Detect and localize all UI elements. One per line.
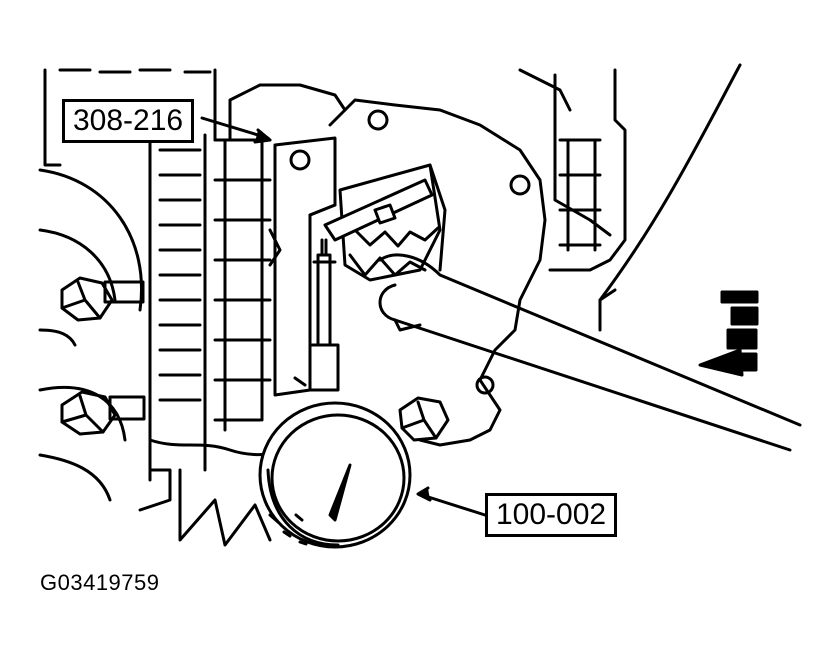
bolt-upper xyxy=(60,276,145,322)
oil-pan-flange xyxy=(138,98,547,547)
pulley xyxy=(38,168,143,502)
block-ribs xyxy=(148,123,602,482)
direction-arrow xyxy=(698,290,759,377)
holding-fixture xyxy=(268,136,337,397)
breaker-bar xyxy=(378,253,802,452)
callout-308-216: 308-216 xyxy=(62,99,195,143)
bolt-lower xyxy=(60,390,146,436)
figure-id: G03419759 xyxy=(40,570,160,595)
bolt-rear xyxy=(398,396,450,442)
indicator-arm xyxy=(293,178,434,392)
dial-gauge xyxy=(258,401,412,549)
callout-100-002: 100-002 xyxy=(485,493,618,537)
leader-lines xyxy=(200,116,487,517)
